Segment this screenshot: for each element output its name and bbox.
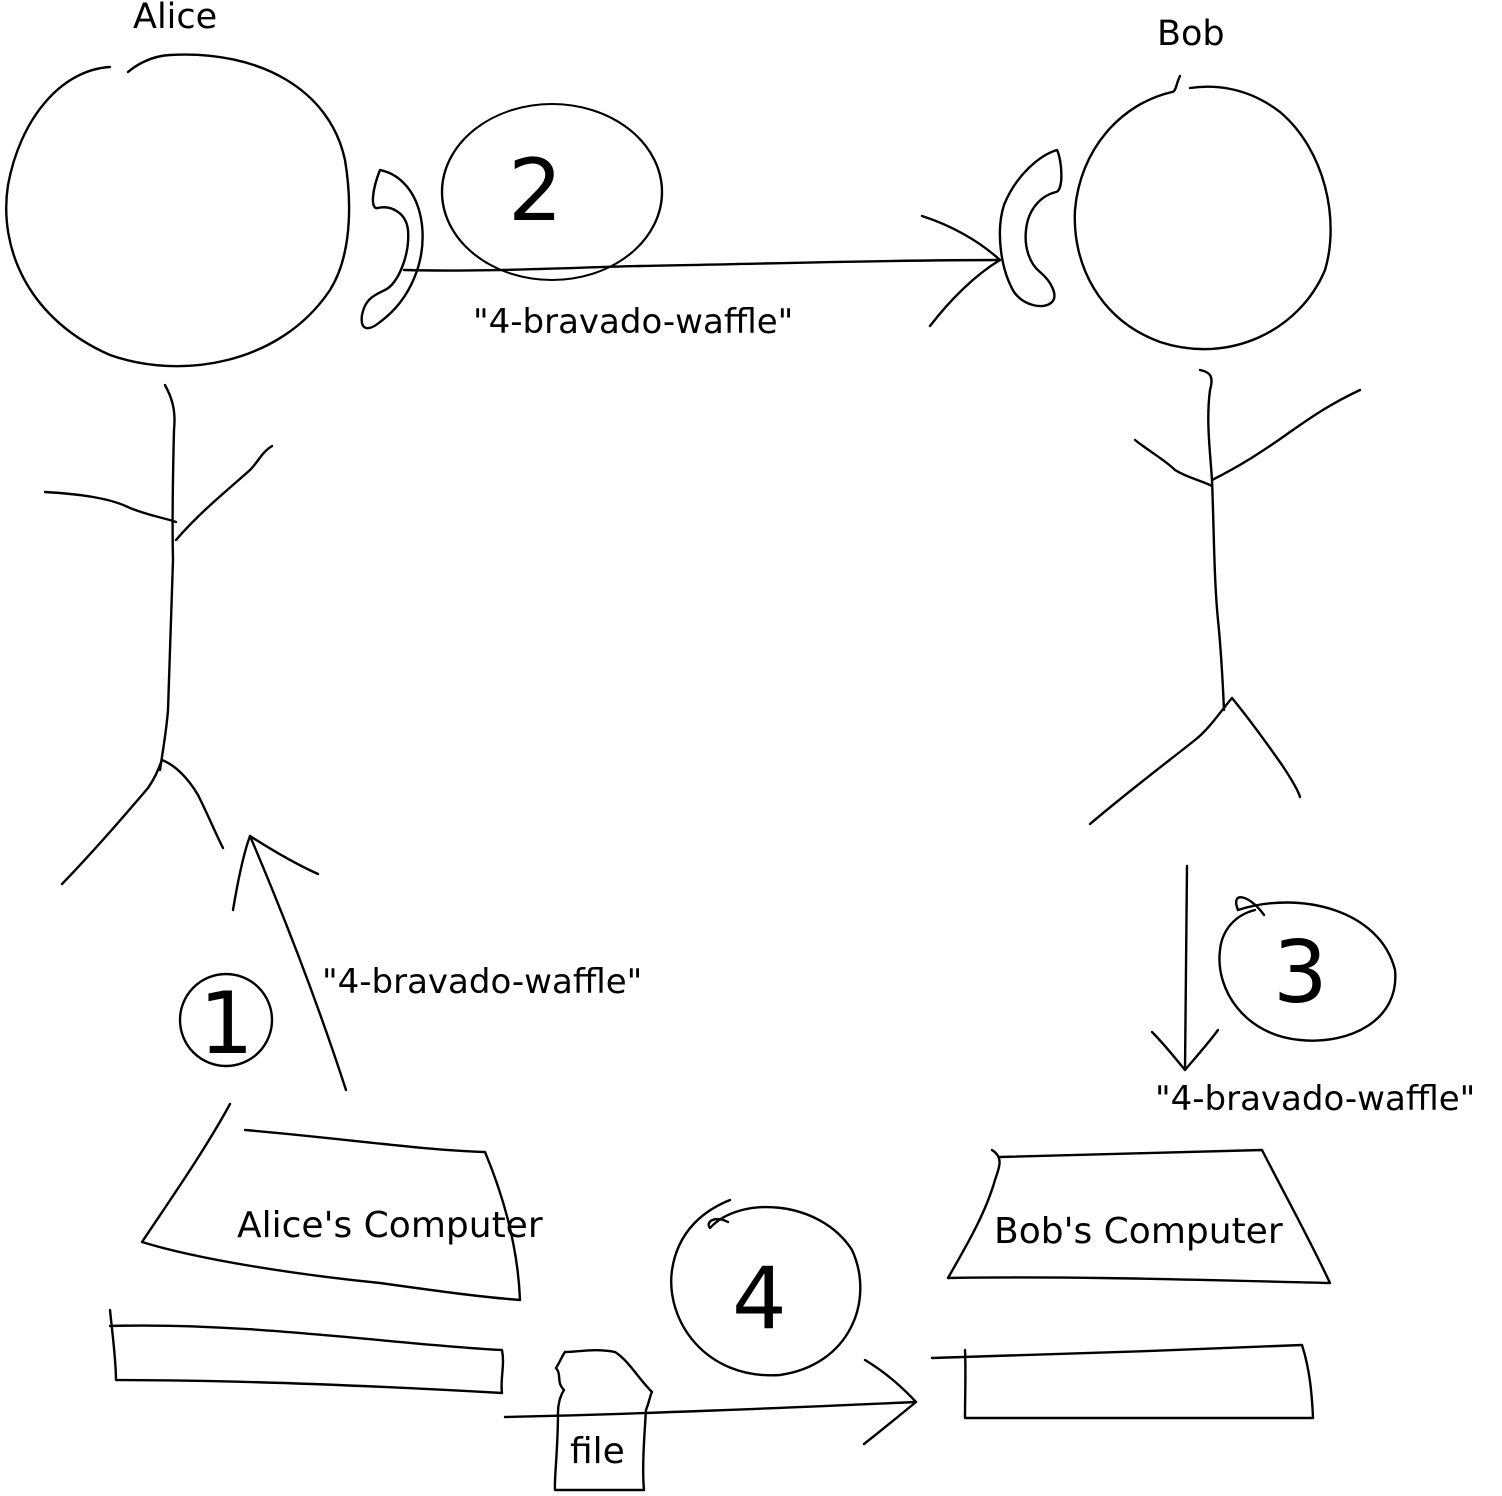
- step-2-circle: [440, 103, 664, 281]
- step-3-arrow-head: [1150, 1028, 1220, 1072]
- step-4-circle: [670, 1198, 862, 1377]
- bob-computer-label: Bob's Computer: [994, 1211, 1283, 1252]
- step-4-arrow-line: [503, 1400, 918, 1419]
- step-3-number: 3: [1273, 923, 1328, 1023]
- step-2-arrow-line: [402, 258, 1002, 272]
- file-label: file: [570, 1431, 625, 1472]
- bob-body: [1198, 368, 1226, 712]
- alice-computer-base: [108, 1308, 505, 1395]
- bob-left-leg: [1088, 696, 1234, 826]
- alice-computer-monitor: [140, 1102, 522, 1302]
- step-1-circle: [178, 972, 274, 1068]
- step-1-number: 1: [199, 974, 254, 1074]
- step-4-number: 4: [732, 1249, 787, 1349]
- alice-computer-label: Alice's Computer: [237, 1205, 543, 1246]
- bob-name: Bob: [1157, 14, 1225, 54]
- bob-ear: [998, 148, 1063, 308]
- step-1-arrow-head: [231, 834, 320, 912]
- alice-left-leg: [60, 758, 164, 886]
- bob-computer-base: [930, 1343, 1315, 1420]
- alice-left-arm: [43, 490, 178, 524]
- bob-right-leg: [1230, 696, 1302, 799]
- bob-right-arm: [1210, 388, 1362, 482]
- alice-body: [158, 383, 176, 772]
- bob-computer: [930, 1148, 1332, 1420]
- bob-head: [1073, 74, 1332, 351]
- alice-head: [5, 53, 351, 368]
- file-icon: [553, 1349, 654, 1492]
- alice-computer: [108, 1102, 522, 1395]
- alice-ear: [360, 168, 424, 330]
- bob-computer-monitor: [946, 1148, 1332, 1285]
- step-3-circle: [1218, 896, 1397, 1042]
- step-4-arrow-head: [862, 1358, 918, 1446]
- step-3-message: "4-bravado-waffle": [1155, 1079, 1475, 1119]
- step-2-message: "4-bravado-waffle": [473, 302, 793, 342]
- step-2-arrow-head: [920, 214, 1002, 328]
- bob-left-arm: [1133, 438, 1214, 488]
- bob-figure: [998, 74, 1362, 826]
- alice-figure: [5, 53, 424, 886]
- step-3-arrow-line: [1183, 864, 1189, 1072]
- step-1-message: "4-bravado-waffle": [322, 962, 642, 1002]
- alice-right-arm: [174, 444, 274, 542]
- alice-right-leg: [160, 758, 225, 850]
- step-2-number: 2: [508, 141, 563, 241]
- alice-name: Alice: [133, 0, 217, 37]
- step-1-arrow-line: [248, 834, 348, 1092]
